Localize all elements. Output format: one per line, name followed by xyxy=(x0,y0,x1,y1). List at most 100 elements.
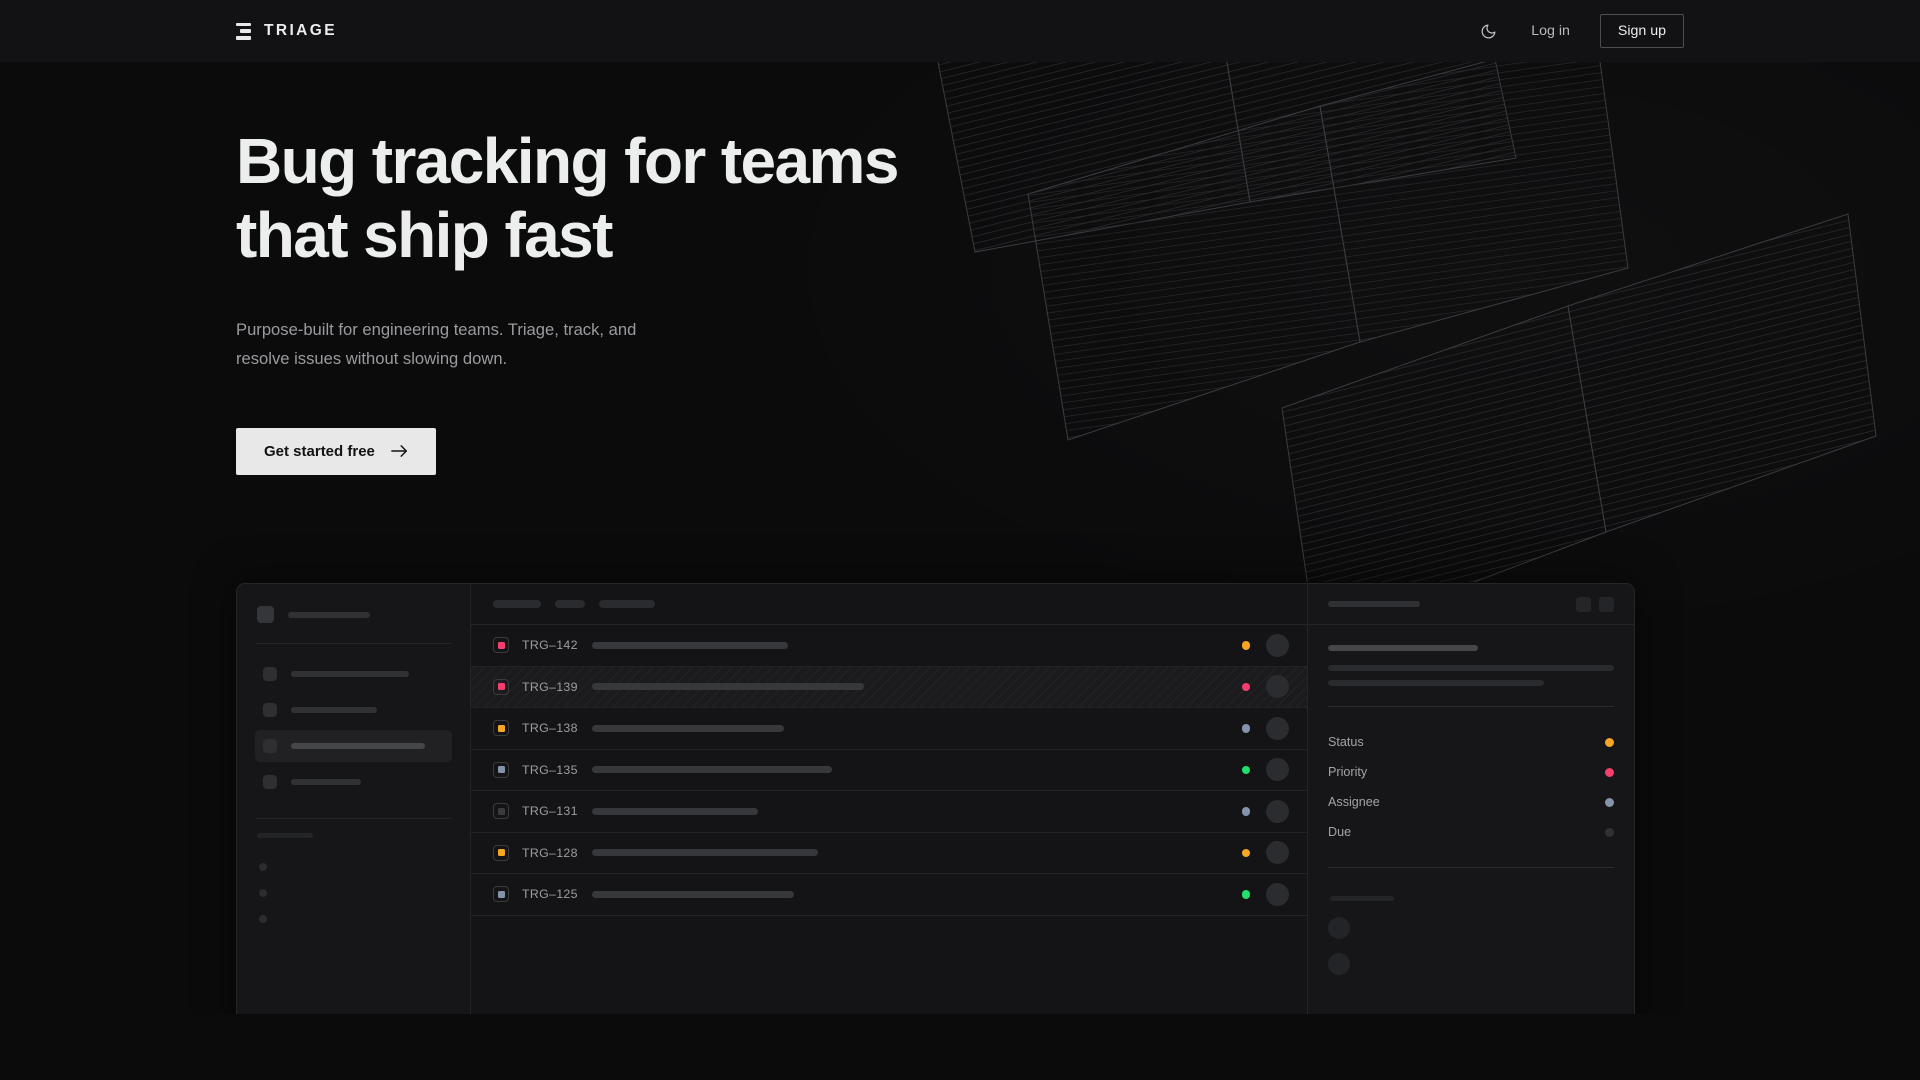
sidebar-item-3[interactable] xyxy=(255,730,452,762)
detail-panel-footer xyxy=(1308,888,1634,989)
issue-status-dot-icon xyxy=(1241,807,1250,816)
issue-type-badge xyxy=(493,720,509,737)
issue-type-badge xyxy=(493,761,509,778)
issue-title-placeholder xyxy=(592,807,758,815)
issue-id: TRG–125 xyxy=(522,887,578,902)
detail-field-status[interactable]: Status xyxy=(1328,727,1614,757)
sidebar-workspace-header[interactable] xyxy=(255,602,452,623)
table-row[interactable]: TRG–128 xyxy=(471,833,1307,874)
list-toolbar-control-1[interactable] xyxy=(493,600,541,608)
headline-line-2: that ship fast xyxy=(236,199,613,272)
table-row[interactable]: TRG–142 xyxy=(471,625,1307,667)
sidebar-divider-bottom xyxy=(255,818,452,819)
sidebar-sublist xyxy=(255,854,452,932)
avatar[interactable] xyxy=(1266,758,1289,782)
detail-desc-line-2 xyxy=(1328,680,1544,686)
stacked-bars-logo-icon xyxy=(236,22,251,40)
sidebar-sublist-item-3[interactable] xyxy=(255,906,452,932)
issue-id: TRG–131 xyxy=(522,804,578,819)
table-row[interactable]: TRG–135 xyxy=(471,750,1307,791)
sidebar-item-label xyxy=(291,779,361,785)
issue-list-toolbar xyxy=(471,584,1307,625)
avatar[interactable] xyxy=(1266,633,1289,657)
sidebar-sublist-item-2[interactable] xyxy=(255,880,452,906)
workspace-avatar-icon xyxy=(257,606,274,623)
page-title: Bug tracking for teams that ship fast xyxy=(236,124,996,272)
table-row[interactable]: TRG–139 xyxy=(471,666,1307,708)
table-row[interactable]: TRG–125 xyxy=(471,874,1307,916)
sidebar-section-label-placeholder xyxy=(257,833,313,838)
sidebar-item-1[interactable] xyxy=(255,658,452,690)
sidebar-item-icon xyxy=(263,667,277,681)
detail-divider-lower xyxy=(1328,867,1614,868)
issue-status-dot-icon xyxy=(1241,682,1250,691)
hero-section: Bug tracking for teams that ship fast Pu… xyxy=(0,62,1920,1014)
detail-action-2-icon[interactable] xyxy=(1599,596,1614,612)
theme-toggle-button[interactable] xyxy=(1471,14,1505,48)
detail-desc-line-1 xyxy=(1328,665,1614,671)
detail-field-priority[interactable]: Priority xyxy=(1328,757,1614,787)
brand-name: TRIAGE xyxy=(264,22,337,39)
table-row[interactable]: TRG–131 xyxy=(471,791,1307,833)
sidebar-sublist-dot-icon xyxy=(259,889,267,897)
detail-field-due[interactable]: Due xyxy=(1328,817,1614,847)
row-meta xyxy=(1241,758,1289,782)
subtext-line-2: resolve issues without slowing down. xyxy=(236,349,508,368)
sidebar-sublist-item-1[interactable] xyxy=(255,854,452,880)
detail-field-value-dot xyxy=(1605,827,1614,837)
list-toolbar-control-2[interactable] xyxy=(555,600,585,608)
list-toolbar-control-3[interactable] xyxy=(599,600,655,608)
row-meta xyxy=(1241,675,1289,699)
issue-type-badge xyxy=(493,678,509,695)
row-meta xyxy=(1241,841,1289,865)
sidebar-item-2[interactable] xyxy=(255,694,452,726)
issue-title-placeholder xyxy=(592,890,794,898)
detail-field-label: Priority xyxy=(1328,765,1368,779)
row-meta xyxy=(1241,716,1289,740)
avatar[interactable] xyxy=(1266,716,1289,740)
avatar[interactable] xyxy=(1266,882,1289,906)
issue-title-placeholder xyxy=(592,641,788,649)
comment-avatar-2 xyxy=(1328,953,1350,975)
sidebar-item-4[interactable] xyxy=(255,766,452,798)
top-navigation-bar: TRIAGE Log in Sign up xyxy=(0,0,1920,62)
get-started-button[interactable]: Get started free xyxy=(236,427,436,475)
issue-title-placeholder xyxy=(592,766,832,774)
brand-logo[interactable]: TRIAGE xyxy=(236,22,337,40)
subtext-line-1: Purpose-built for engineering teams. Tri… xyxy=(236,320,637,340)
detail-field-value-dot xyxy=(1605,737,1614,747)
issue-id: TRG–142 xyxy=(522,638,578,653)
sidebar-sublist-dot-icon xyxy=(259,915,267,923)
detail-field-value-dot xyxy=(1605,797,1614,807)
detail-header-actions xyxy=(1576,596,1614,612)
row-meta xyxy=(1241,882,1289,906)
avatar[interactable] xyxy=(1266,799,1289,823)
issue-title-placeholder xyxy=(592,849,818,857)
row-meta xyxy=(1241,799,1289,823)
row-meta xyxy=(1241,633,1289,657)
moon-icon xyxy=(1481,24,1496,38)
avatar[interactable] xyxy=(1266,675,1289,699)
detail-field-assignee[interactable]: Assignee xyxy=(1328,787,1614,817)
detail-panel-header xyxy=(1308,584,1634,625)
detail-action-1-icon[interactable] xyxy=(1576,596,1591,612)
issue-id: TRG–139 xyxy=(522,679,578,694)
detail-field-value-dot xyxy=(1605,767,1614,777)
detail-field-label: Due xyxy=(1328,825,1352,839)
avatar[interactable] xyxy=(1266,841,1289,865)
nav-actions: Log in Sign up xyxy=(1471,14,1684,48)
sidebar-divider-top xyxy=(255,643,452,644)
signup-button[interactable]: Sign up xyxy=(1599,14,1684,48)
hero-subtext: Purpose-built for engineering teams. Tri… xyxy=(236,316,716,373)
sidebar-item-icon xyxy=(263,739,277,753)
detail-field-label: Assignee xyxy=(1328,795,1380,809)
login-link[interactable]: Log in xyxy=(1531,23,1570,39)
issue-title-placeholder xyxy=(592,724,784,732)
table-row[interactable]: TRG–138 xyxy=(471,708,1307,750)
activity-label-placeholder xyxy=(1330,896,1394,901)
issue-title-placeholder xyxy=(592,683,864,691)
activity-comments-list xyxy=(1328,917,1614,975)
issue-id: TRG–135 xyxy=(522,762,578,777)
